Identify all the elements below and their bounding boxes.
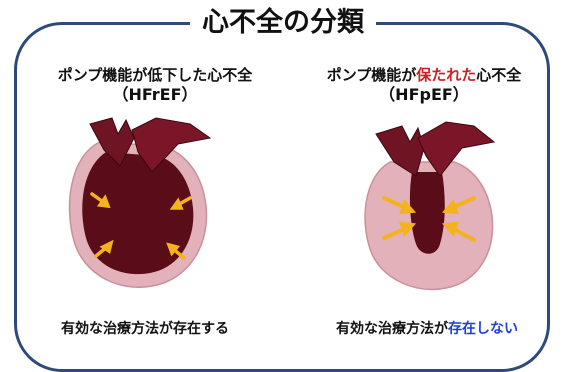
left-heading-text: ポンプ機能が低下した心不全 [57, 66, 253, 84]
right-heading-pre: ポンプ機能が [326, 66, 417, 84]
right-heading-post: 心不全 [476, 66, 522, 84]
hfref-heart-illustration [68, 117, 212, 288]
left-heading-abbr: （HFrEF） [112, 85, 198, 104]
right-footer: 有効な治療方法が存在しない [287, 318, 566, 338]
title-container: 心不全の分類 [0, 6, 566, 40]
right-footer-pre: 有効な治療方法が [336, 321, 448, 337]
left-heading: ポンプ機能が低下した心不全 （HFrEF） [25, 66, 285, 104]
right-heading: ポンプ機能が保たれた心不全 （HFpEF） [294, 66, 554, 104]
right-footer-highlight: 存在しない [448, 321, 518, 337]
left-footer: 有効な治療方法が存在する [61, 321, 229, 337]
page-title: 心不全の分類 [190, 6, 376, 40]
hfpef-heart-illustration [364, 121, 496, 291]
right-heading-highlight: 保たれた [416, 66, 477, 84]
right-heading-abbr: （HFpEF） [379, 85, 469, 104]
